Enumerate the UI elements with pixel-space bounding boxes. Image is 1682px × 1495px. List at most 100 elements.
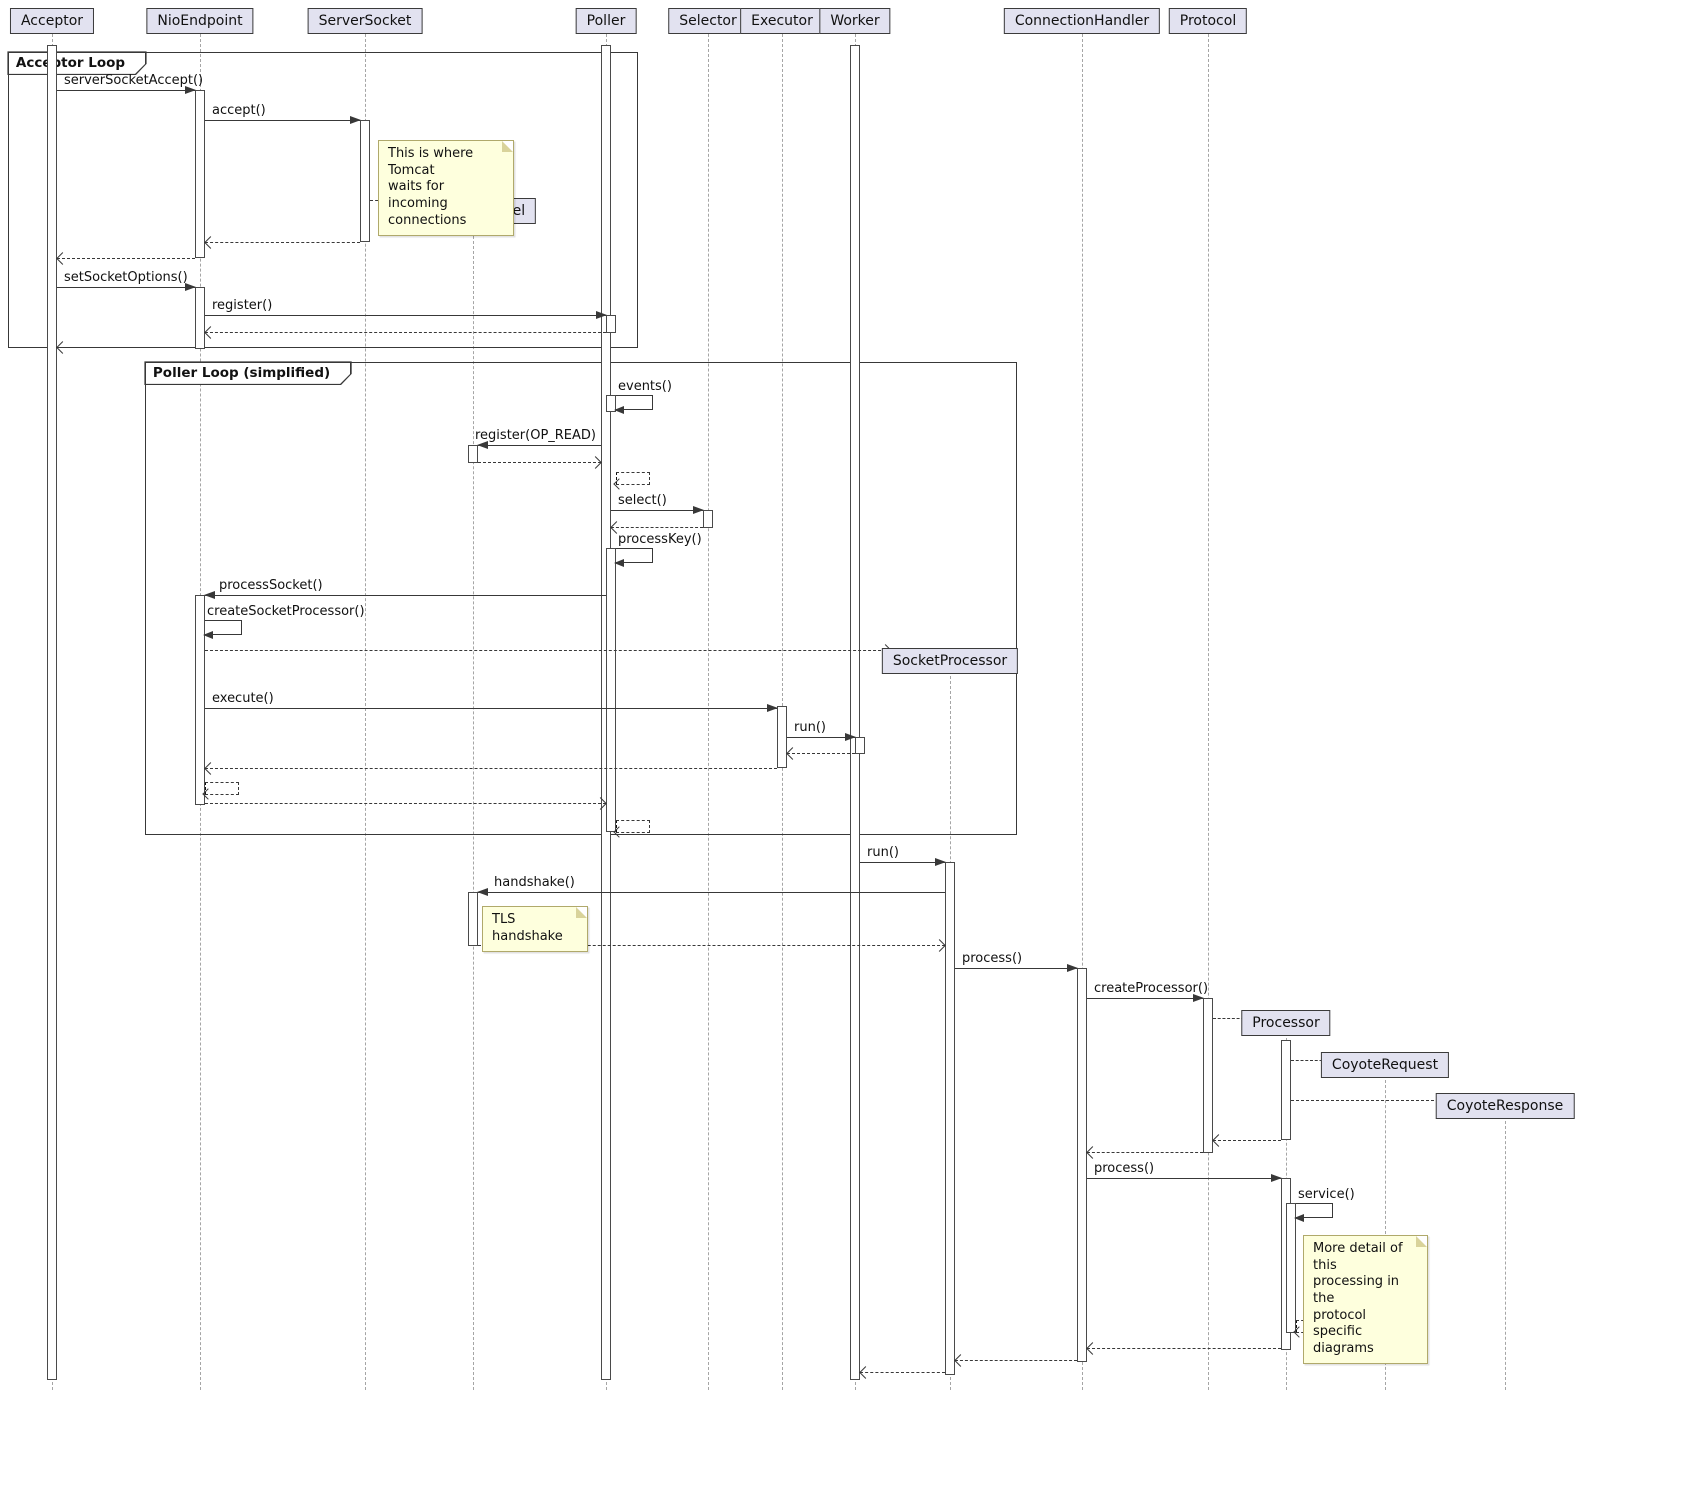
- participant-coyoteresponse: CoyoteResponse: [1435, 1093, 1575, 1119]
- message-label: register(OP_READ): [475, 428, 596, 443]
- note-protocol-detail: More detail of this processing in the pr…: [1303, 1235, 1428, 1365]
- lifeline-serversocket: [365, 34, 366, 1390]
- activation-worker: [850, 45, 860, 1380]
- message-select: select(): [611, 493, 704, 514]
- lifeline-coyoteresponse: [1505, 1121, 1506, 1390]
- message-accept: accept(): [205, 103, 361, 124]
- selfmessage-createsocketprocessor: createSocketProcessor(): [203, 604, 365, 639]
- activation-nioendpoint-options: [195, 287, 205, 349]
- activation-processor-create: [1281, 1040, 1291, 1140]
- participant-poller: Poller: [575, 8, 637, 34]
- message-createprocessor: createProcessor(): [1087, 981, 1208, 1002]
- participant-selector: Selector: [668, 8, 748, 34]
- message-label: run(): [867, 845, 899, 860]
- note-accept-wait: This is where Tomcat waits for incoming …: [378, 140, 514, 237]
- message-return-run-worker: [787, 753, 855, 754]
- note-tls-handshake: TLS handshake: [482, 906, 588, 953]
- participant-coyoterequest: CoyoteRequest: [1320, 1052, 1450, 1078]
- message-process-processor: process(): [1087, 1161, 1282, 1182]
- frame-poller-loop-tab: Poller Loop (simplified): [144, 361, 351, 385]
- message-label: createSocketProcessor(): [207, 604, 365, 619]
- message-label: register(): [212, 298, 273, 313]
- message-label: run(): [794, 720, 826, 735]
- frame-acceptor-loop: Acceptor Loop: [8, 52, 638, 348]
- message-handshake: handshake(): [477, 875, 945, 896]
- lifeline-selector: [708, 34, 709, 1390]
- message-create-coyoterequest: [1291, 1060, 1332, 1061]
- message-return-process-processor: [1087, 1348, 1281, 1349]
- selfmessage-service: service(): [1294, 1187, 1355, 1222]
- message-setsocketoptions: setSocketOptions(): [57, 270, 196, 291]
- message-return-select: [611, 527, 703, 528]
- message-return-serversocket: [205, 242, 360, 243]
- activation-socketchannel-handshake: [468, 892, 478, 946]
- message-label: process(): [962, 951, 1023, 966]
- activation-acceptor: [47, 45, 57, 1380]
- message-return-handshake: [478, 945, 945, 946]
- message-return-execute: [205, 768, 777, 769]
- message-label: process(): [1094, 1161, 1155, 1176]
- message-label: events(): [618, 379, 672, 394]
- activation-executor: [777, 706, 787, 768]
- message-label: processKey(): [618, 532, 702, 547]
- participant-socketprocessor: SocketProcessor: [881, 648, 1019, 674]
- participant-protocol: Protocol: [1168, 8, 1248, 34]
- selfmessage-events: events(): [614, 379, 672, 414]
- message-label: execute(): [212, 691, 274, 706]
- participant-executor: Executor: [740, 8, 824, 34]
- message-serversocketaccept: serverSocketAccept(): [57, 73, 203, 94]
- message-label: setSocketOptions(): [64, 270, 188, 285]
- message-return-processor-create: [1213, 1140, 1281, 1141]
- message-label: select(): [618, 493, 667, 508]
- message-return-register-opread: [478, 462, 601, 463]
- message-run-worker: run(): [787, 720, 856, 741]
- message-create-socketprocessor: [205, 650, 891, 651]
- activation-socketprocessor: [945, 862, 955, 1375]
- frame-poller-loop: Poller Loop (simplified): [145, 362, 1017, 835]
- activation-poller-register: [606, 315, 616, 333]
- frame-label: Poller Loop (simplified): [146, 363, 350, 384]
- participant-nioendpoint: NioEndpoint: [146, 8, 254, 34]
- message-register-opread: register(OP_READ): [475, 428, 601, 449]
- activation-nioendpoint-process: [195, 595, 205, 805]
- lifeline-connectionhandler: [1082, 34, 1083, 1390]
- participant-processor: Processor: [1241, 1010, 1331, 1036]
- selfmessage-processkey: processKey(): [614, 532, 702, 567]
- selfreturn-poller-events: [616, 472, 650, 485]
- message-return-process: [955, 1360, 1077, 1361]
- lifeline-socketchannel: [473, 226, 474, 1390]
- activation-protocol: [1203, 998, 1213, 1153]
- message-return-run: [860, 1372, 945, 1373]
- message-label: service(): [1298, 1187, 1355, 1202]
- lifeline-protocol: [1208, 34, 1209, 1390]
- message-return-register: [205, 332, 606, 333]
- message-return-processsocket: [205, 803, 606, 804]
- message-register: register(): [205, 298, 607, 319]
- message-create-coyoteresponse: [1291, 1100, 1444, 1101]
- message-processsocket: processSocket(): [204, 578, 606, 599]
- participant-worker: Worker: [819, 8, 891, 34]
- selfreturn-poller-processkey: [616, 820, 650, 833]
- selfreturn-nioendpoint: [205, 782, 239, 795]
- message-return-createprocessor: [1087, 1152, 1203, 1153]
- activation-processor-service: [1286, 1203, 1296, 1333]
- activation-poller-events: [606, 395, 616, 412]
- message-label: serverSocketAccept(): [64, 73, 204, 88]
- message-label: accept(): [212, 103, 266, 118]
- frame-label: Acceptor Loop: [9, 53, 145, 74]
- activation-serversocket: [360, 120, 370, 242]
- message-create-processor: [1213, 1018, 1249, 1019]
- activation-socketchannel-register: [468, 445, 478, 463]
- message-execute: execute(): [205, 691, 778, 712]
- message-run-socketprocessor: run(): [860, 845, 946, 866]
- participant-connectionhandler: ConnectionHandler: [1003, 8, 1161, 34]
- message-return-nioendpoint: [57, 258, 195, 259]
- participant-acceptor: Acceptor: [9, 8, 95, 34]
- message-label: createProcessor(): [1094, 981, 1209, 996]
- activation-selector: [703, 510, 713, 528]
- activation-worker-run: [855, 737, 865, 754]
- activation-poller-processkey: [606, 548, 616, 832]
- message-label: handshake(): [494, 875, 575, 890]
- activation-connectionhandler: [1077, 968, 1087, 1362]
